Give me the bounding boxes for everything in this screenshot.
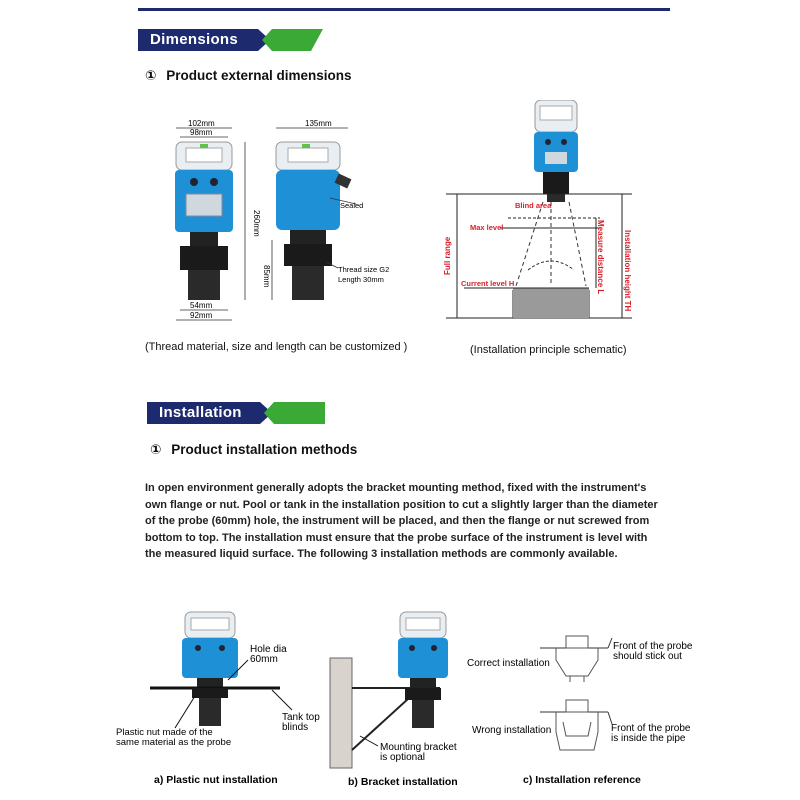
banner-shape xyxy=(138,29,323,51)
installation-subheading: ① Product installation methods xyxy=(150,442,357,458)
subheading-number: ① xyxy=(145,68,157,83)
dimensions-banner-label: Dimensions xyxy=(150,31,239,48)
measure-distance-label: Measure distance L xyxy=(596,220,605,294)
side-sealed: Sealed xyxy=(340,201,363,210)
fig-b-caption: b) Bracket installation xyxy=(348,776,458,788)
installation-schematic: Blind area Max level Current level H Ful… xyxy=(443,100,632,319)
wrong-note-line1: Front of the probe xyxy=(611,723,691,734)
current-level-label: Current level H xyxy=(461,279,514,288)
fig-a-caption: a) Plastic nut installation xyxy=(154,774,278,786)
bracket-line1: Mounting bracket xyxy=(380,742,457,753)
max-level-label: Max level xyxy=(470,223,503,232)
subheading-number: ① xyxy=(150,442,162,457)
figure-plastic-nut: Hole dia 60mm Plastic nut made of the sa… xyxy=(116,611,320,786)
front-top-inner: 98mm xyxy=(190,128,213,137)
front-bottom-outer: 92mm xyxy=(190,311,213,320)
dimensions-banner: Dimensions xyxy=(138,29,323,51)
full-range-label: Full range xyxy=(443,236,452,275)
subheading-text: Product installation methods xyxy=(171,442,358,457)
blind-area-label: Blind area xyxy=(515,201,552,210)
tank-top-line1: Tank top xyxy=(282,712,320,723)
side-thread-height: 85mm xyxy=(262,265,271,288)
correct-note-line2: should stick out xyxy=(613,651,682,662)
bracket-line2: is optional xyxy=(380,752,425,763)
front-bottom-inner: 54mm xyxy=(190,301,213,310)
figure-reference: Correct installation Front of the probe … xyxy=(467,635,693,786)
tank-top-line2: blinds xyxy=(282,722,308,733)
side-thread-length: Length 30mm xyxy=(338,275,384,284)
plastic-nut-line1: Plastic nut made of the xyxy=(116,727,213,738)
installation-banner: Installation xyxy=(147,402,325,424)
installation-figures: Hole dia 60mm Plastic nut made of the sa… xyxy=(116,611,693,788)
front-height: 260mm xyxy=(252,210,261,237)
caption-left: (Thread material, size and length can be… xyxy=(145,341,408,353)
hole-dia-line1: Hole dia xyxy=(250,644,287,655)
top-rule xyxy=(138,8,670,11)
front-top-outer: 102mm xyxy=(188,119,215,128)
fig-c-caption: c) Installation reference xyxy=(523,774,641,786)
side-width: 135mm xyxy=(305,119,332,128)
figure-bracket: Mounting bracket is optional b) Bracket … xyxy=(329,611,458,788)
caption-right: (Installation principle schematic) xyxy=(470,344,627,356)
side-thread-size: Thread size G2 xyxy=(338,265,389,274)
dimensions-subheading: ① Product external dimensions xyxy=(145,68,352,84)
install-height-label: Installation height TH xyxy=(623,230,632,312)
correct-installation-label: Correct installation xyxy=(467,658,550,669)
side-view-probe: 135mm Sealed 85mm Thread size G2 Length … xyxy=(262,119,389,300)
dimension-drawings: 102mm 98mm 54mm 92mm 260mm 135mm Sealed … xyxy=(175,100,632,321)
hole-dia-line2: 60mm xyxy=(250,654,278,665)
subheading-text: Product external dimensions xyxy=(166,68,352,83)
wrong-note-line2: is inside the pipe xyxy=(611,733,686,744)
front-view-probe: 102mm 98mm 54mm 92mm 260mm xyxy=(175,119,261,321)
installation-paragraph: In open environment generally adopts the… xyxy=(145,482,658,560)
installation-banner-label: Installation xyxy=(159,404,242,421)
banner-shape xyxy=(147,402,325,424)
correct-note-line1: Front of the probe xyxy=(613,641,693,652)
wrong-installation-label: Wrong installation xyxy=(472,725,551,736)
plastic-nut-line2: same material as the probe xyxy=(116,737,231,748)
